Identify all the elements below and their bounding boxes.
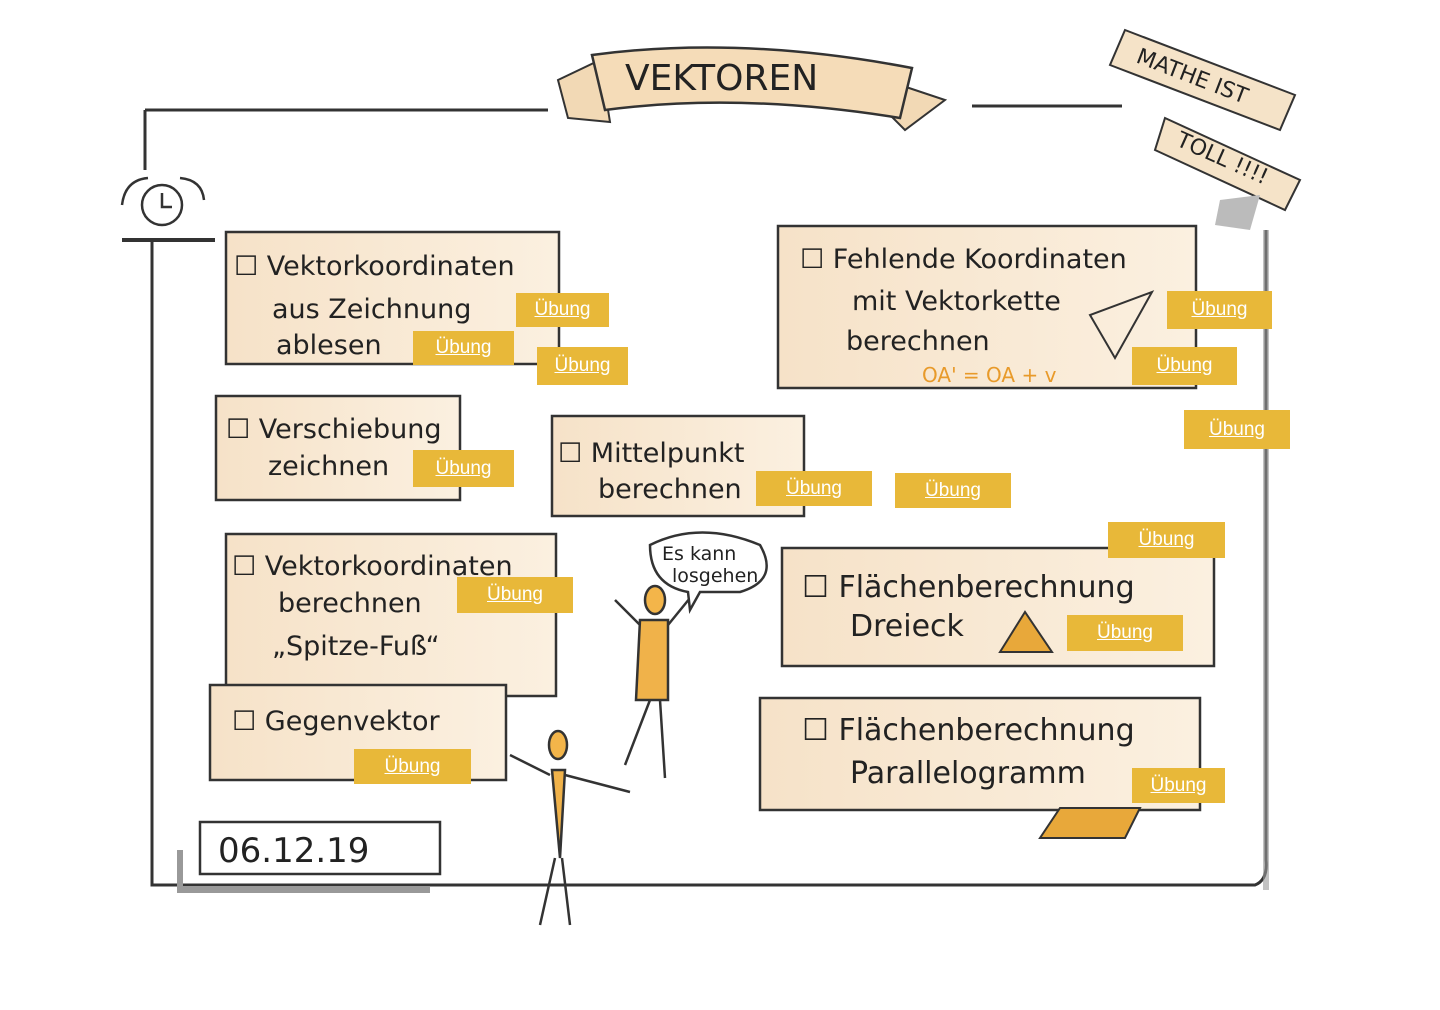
exercise-link-10[interactable]: Übung bbox=[1108, 522, 1225, 558]
mathe-banner: MATHE IST TOLL !!!! bbox=[1108, 28, 1302, 230]
frame bbox=[143, 104, 1269, 890]
exercise-link-4[interactable]: Übung bbox=[413, 450, 514, 487]
alarm-clock-icon bbox=[120, 176, 215, 242]
stick-figures bbox=[509, 531, 768, 926]
title-ribbon: VEKTOREN bbox=[556, 46, 948, 132]
title-text: VEKTOREN bbox=[625, 58, 818, 99]
exercise-link-2[interactable]: Übung bbox=[413, 331, 514, 365]
exercise-link-11[interactable]: Übung bbox=[457, 577, 573, 613]
exercise-link-13[interactable]: Übung bbox=[354, 749, 471, 784]
date-text: 06.12.19 bbox=[218, 831, 369, 871]
triangle-icon bbox=[998, 610, 1054, 653]
vector-formula: OA' = OA + v bbox=[922, 363, 1057, 387]
exercise-link-8[interactable]: Übung bbox=[1132, 347, 1237, 385]
exercise-link-1[interactable]: Übung bbox=[516, 293, 609, 327]
exercise-link-6[interactable]: Übung bbox=[895, 473, 1011, 508]
exercise-link-14[interactable]: Übung bbox=[1132, 768, 1225, 803]
parallelogram-icon bbox=[1038, 807, 1142, 839]
exercise-link-3[interactable]: Übung bbox=[537, 347, 628, 385]
task-5-text: ☐ Gegenvektor bbox=[232, 706, 441, 737]
exercise-link-5[interactable]: Übung bbox=[756, 471, 872, 506]
exercise-link-9[interactable]: Übung bbox=[1184, 410, 1290, 449]
vector-arrows-icon bbox=[1088, 290, 1155, 361]
exercise-link-12[interactable]: Übung bbox=[1067, 615, 1183, 651]
exercise-link-7[interactable]: Übung bbox=[1167, 291, 1272, 329]
date-card: 06.12.19 bbox=[177, 820, 442, 893]
